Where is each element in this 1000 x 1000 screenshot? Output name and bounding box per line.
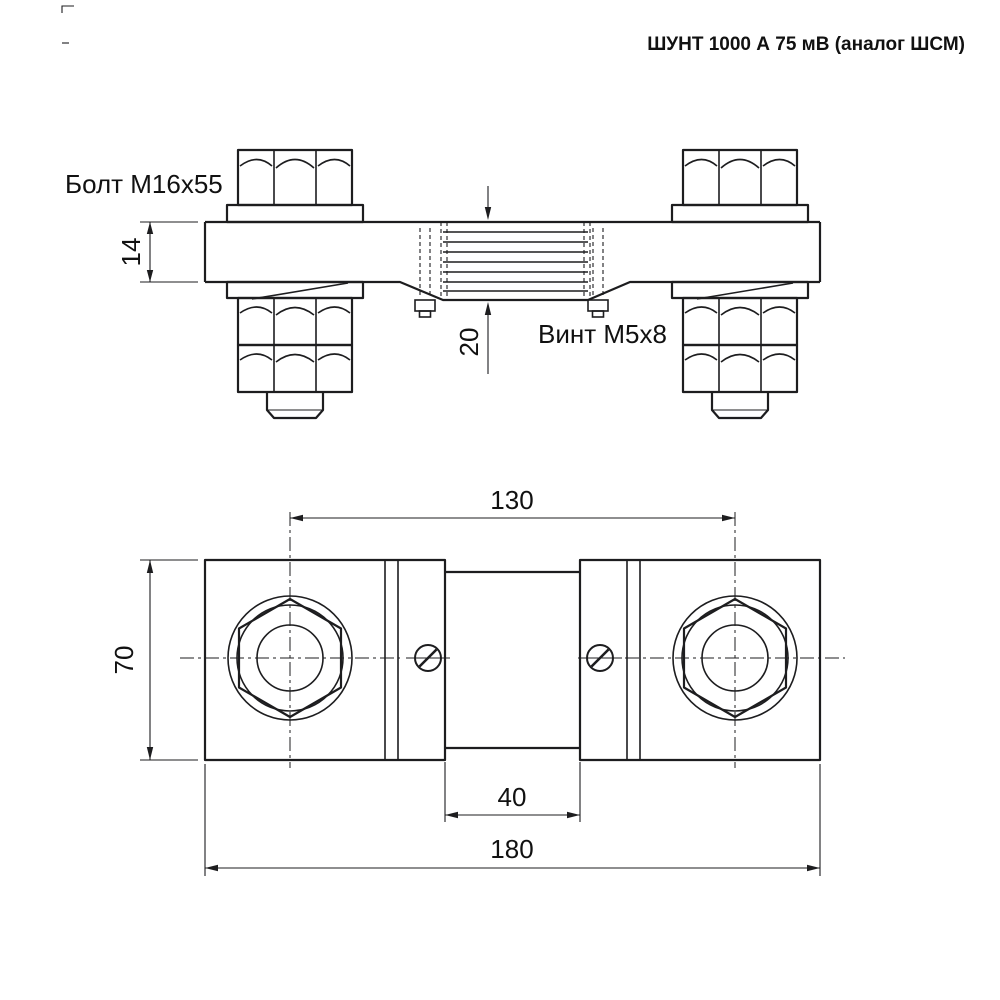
left-bolt-assembly — [225, 148, 365, 420]
dim-14-value: 14 — [116, 238, 146, 267]
screw-label: Винт М5х8 — [538, 319, 667, 349]
right-bolt-shank-end — [710, 392, 770, 420]
dim-terminal-thickness: 14 — [116, 221, 198, 283]
dim-resistive-pack-height: 20 — [454, 186, 492, 374]
dim-resistive-section-length: 40 — [444, 762, 581, 822]
right-nut-2 — [681, 343, 799, 394]
right-bolt-assembly — [670, 148, 810, 420]
dim-bolt-spacing: 130 — [290, 485, 735, 522]
manganin-strips — [440, 222, 591, 300]
left-nut-2 — [236, 343, 354, 394]
left-top-washer — [225, 203, 365, 224]
left-m5-screw-top — [406, 644, 450, 672]
bolt-label: Болт М16х55 — [65, 169, 223, 199]
side-view: 14 20 Болт М16х55 Винт М5х8 — [65, 148, 822, 420]
left-bolt-head — [236, 148, 354, 207]
dim-overall-length: 180 — [204, 764, 821, 876]
right-nut-1 — [681, 296, 799, 347]
dim-180-value: 180 — [490, 834, 533, 864]
drawing-title: ШУНТ 1000 А 75 мВ (аналог ШСМ) — [647, 34, 965, 55]
plan-view: 130 70 40 180 — [109, 485, 845, 876]
right-m5-screw-side — [587, 228, 609, 318]
dim-body-width: 70 — [109, 559, 198, 761]
right-bolt-head — [681, 148, 799, 207]
dim-40-value: 40 — [498, 782, 527, 812]
left-bolt-top-view — [180, 512, 400, 768]
left-terminal-block — [203, 558, 447, 762]
stray-marks — [61, 5, 74, 44]
dim-70-value: 70 — [109, 646, 139, 675]
right-top-washer — [670, 203, 810, 224]
plan-outline — [203, 558, 822, 762]
right-terminal-block — [578, 558, 822, 762]
left-bolt-shank-end — [265, 392, 325, 420]
right-m5-screw-top — [578, 644, 622, 672]
right-bolt-top-view — [625, 512, 845, 768]
shunt-bar-outline — [203, 220, 822, 302]
dim-130-value: 130 — [490, 485, 533, 515]
dim-20-value: 20 — [454, 328, 484, 357]
left-m5-screw-side — [414, 228, 436, 318]
left-nut-1 — [236, 296, 354, 347]
